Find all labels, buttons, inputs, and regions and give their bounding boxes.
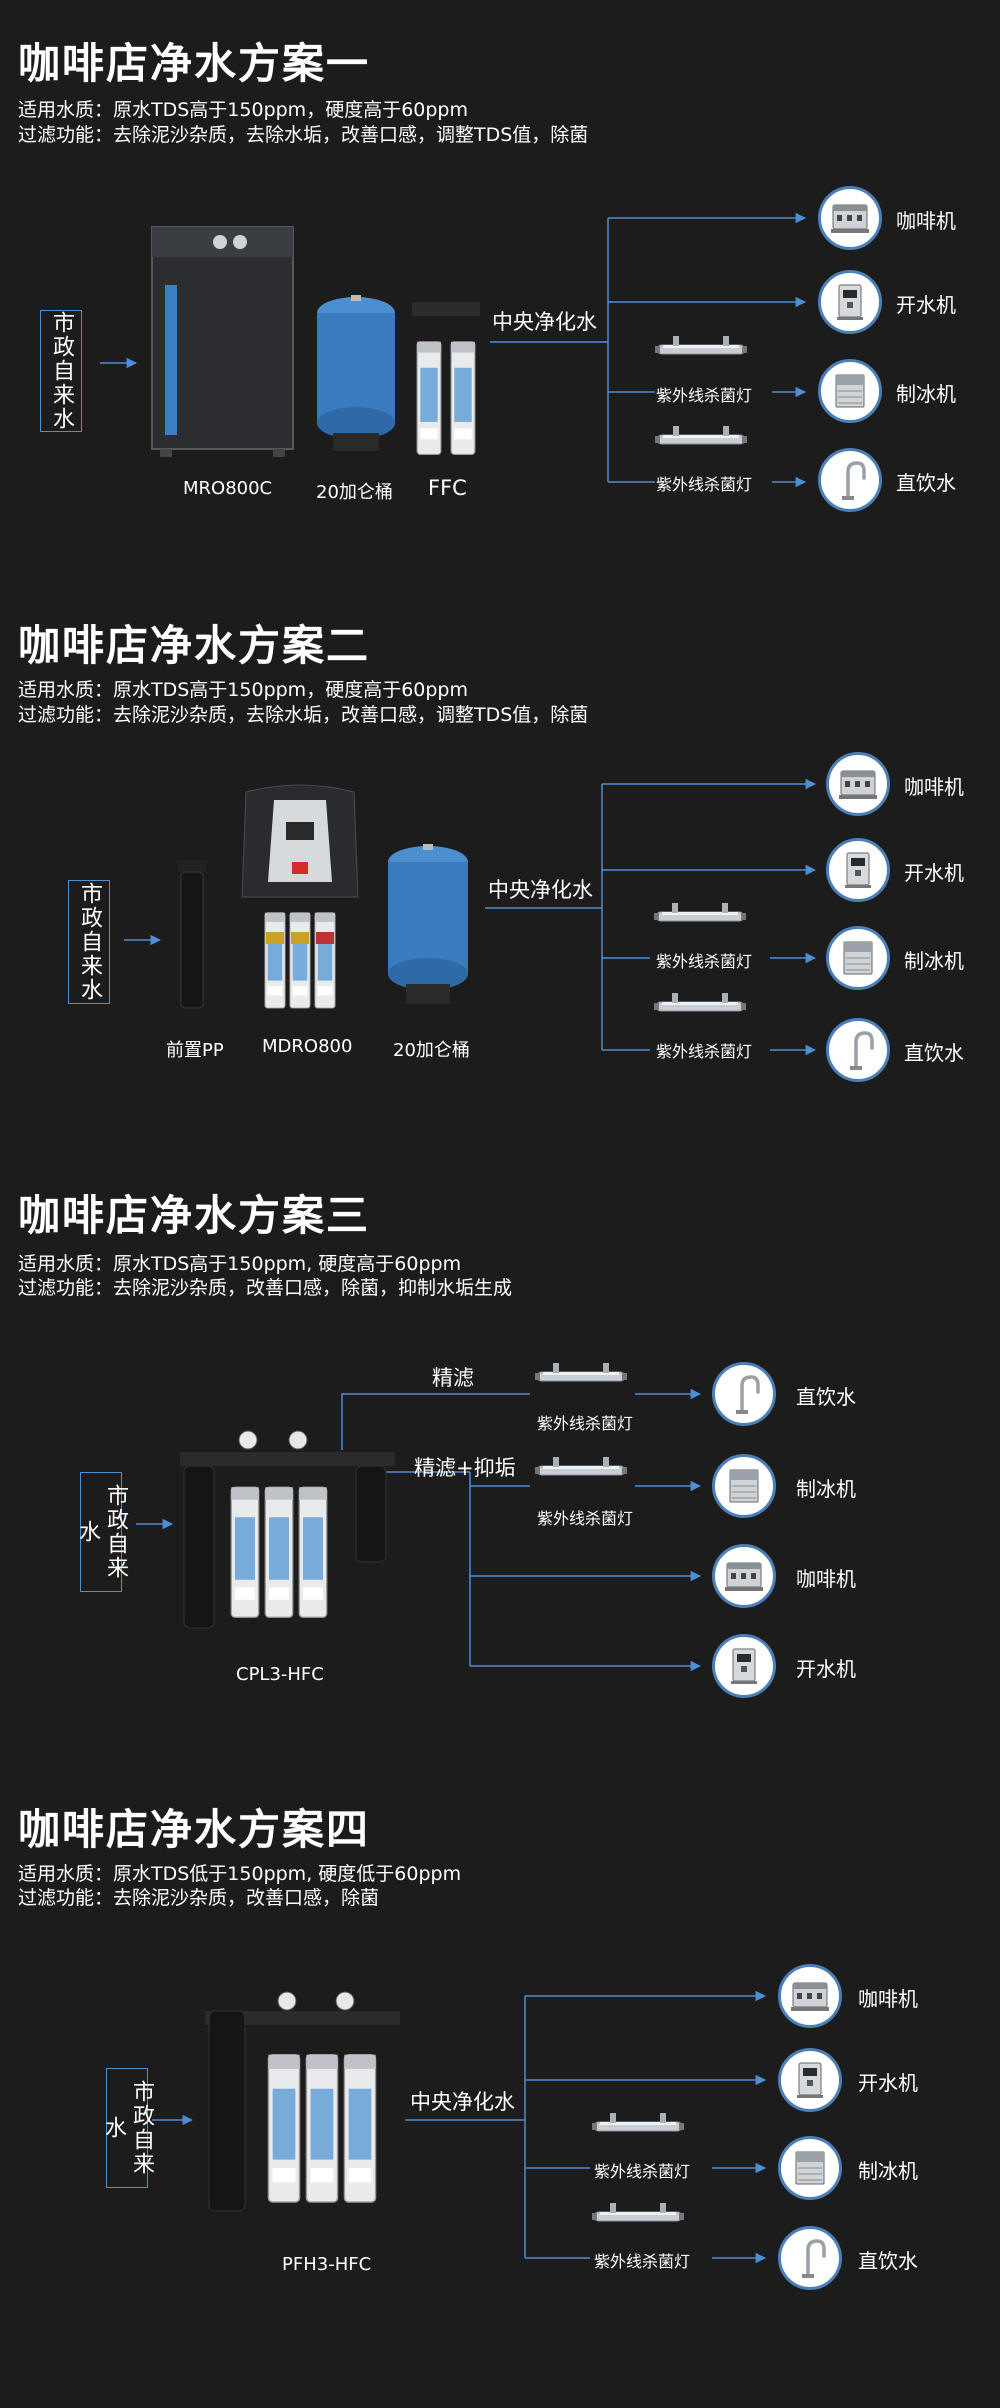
scheme-4: 咖啡店净水方案四 适用水质：原水TDS低于150ppm, 硬度低于60ppm 过… [0, 1796, 1000, 2296]
mdro800-unit [236, 782, 364, 1027]
ice-maker-icon [778, 2136, 842, 2200]
product-label-tank: 20加仑桶 [393, 1040, 470, 1061]
uv-lamp-icon [654, 900, 746, 930]
equipment-label: 制冰机 [858, 2159, 918, 2183]
uv-lamp-label: 紫外线杀菌灯 [656, 1042, 753, 1061]
uv-lamp-icon [592, 2110, 684, 2140]
flow-lines [124, 778, 817, 1056]
flow-lines [100, 212, 807, 488]
central-water-label: 中央净化水 [410, 2090, 515, 2114]
ice-maker-icon [712, 1454, 776, 1518]
coffee-machine-icon [778, 1964, 842, 2028]
scheme-title: 咖啡店净水方案二 [18, 621, 371, 670]
coffee-machine-icon [712, 1544, 776, 1608]
equipment-label: 制冰机 [796, 1477, 856, 1501]
equipment-label: 咖啡机 [858, 1987, 918, 2011]
product-label-tank: 20加仑桶 [316, 482, 393, 503]
scheme-3: 咖啡店净水方案三 适用水质：原水TDS高于150ppm, 硬度高于60ppm 过… [0, 1182, 1000, 1702]
equipment-label: 直饮水 [904, 1041, 964, 1065]
boiler-icon [826, 838, 890, 902]
pfh3-hfc-unit [205, 1991, 400, 2231]
equipment-label: 制冰机 [904, 949, 964, 973]
water-quality-text: 适用水质：原水TDS高于150ppm，硬度高于60ppm [18, 99, 468, 121]
boiler-icon [712, 1634, 776, 1698]
uv-lamp-icon [535, 1454, 627, 1484]
equipment-label: 开水机 [896, 293, 956, 317]
uv-lamp-icon [535, 1360, 627, 1390]
uv-lamp-icon [654, 990, 746, 1020]
faucet-icon [818, 448, 882, 512]
source-water-box: 市政自来水 [75, 1472, 128, 1592]
scheme-title: 咖啡店净水方案一 [18, 39, 371, 88]
product-label-mdro800: MDRO800 [262, 1036, 353, 1057]
uv-lamp-label: 紫外线杀菌灯 [656, 475, 753, 494]
uv-lamp-label: 紫外线杀菌灯 [656, 952, 753, 971]
scheme-2: 咖啡店净水方案二 适用水质：原水TDS高于150ppm，硬度高于60ppm 过滤… [0, 612, 1000, 1112]
uv-lamp-label: 紫外线杀菌灯 [594, 2162, 691, 2181]
equipment-label: 开水机 [796, 1657, 856, 1681]
filter-function-text: 过滤功能：去除泥沙杂质，改善口感，除菌，抑制水垢生成 [18, 1277, 513, 1299]
uv-lamp-label: 紫外线杀菌灯 [537, 1414, 634, 1433]
coffee-machine-icon [818, 186, 882, 250]
faucet-icon [712, 1362, 776, 1426]
equipment-label: 直饮水 [858, 2249, 918, 2273]
uv-lamp-icon [655, 423, 747, 453]
uv-lamp-label: 紫外线杀菌灯 [594, 2252, 691, 2271]
equipment-label: 咖啡机 [904, 775, 964, 799]
source-water-box: 市政自来水 [68, 880, 110, 1004]
uv-lamp-label: 紫外线杀菌灯 [537, 1509, 634, 1528]
cpl3-hfc-unit [180, 1430, 395, 1640]
ffc-filter [410, 300, 482, 480]
flow-lines [152, 1990, 767, 2264]
boiler-icon [778, 2048, 842, 2112]
fine-filter-label: 精滤 [432, 1366, 474, 1390]
equipment-label: 直饮水 [896, 471, 956, 495]
source-water-box: 市政自来水 [101, 2068, 154, 2188]
product-label-pfh3-hfc: PFH3-HFC [282, 2254, 372, 2275]
coffee-machine-icon [826, 752, 890, 816]
water-quality-text: 适用水质：原水TDS低于150ppm, 硬度低于60ppm [18, 1863, 462, 1885]
product-label-mro800c: MRO800C [183, 478, 273, 499]
equipment-label: 直饮水 [796, 1385, 856, 1409]
ice-maker-icon [818, 359, 882, 423]
central-water-label: 中央净化水 [492, 310, 597, 334]
ice-maker-icon [826, 926, 890, 990]
water-quality-text: 适用水质：原水TDS高于150ppm, 硬度高于60ppm [18, 1253, 462, 1275]
product-label-cpl3-hfc: CPL3-HFC [236, 1664, 324, 1685]
fine-filter-scale-label: 精滤+抑垢 [414, 1456, 516, 1480]
central-water-label: 中央净化水 [488, 878, 593, 902]
equipment-label: 开水机 [904, 861, 964, 885]
scheme-1: 咖啡店净水方案一 适用水质：原水TDS高于150ppm，硬度高于60ppm 过滤… [0, 30, 1000, 550]
equipment-label: 制冰机 [896, 382, 956, 406]
pre-pp-filter [176, 860, 208, 1010]
filter-function-text: 过滤功能：去除泥沙杂质，去除水垢，改善口感，调整TDS值，除菌 [18, 704, 589, 726]
boiler-icon [818, 270, 882, 334]
pressure-tank [386, 844, 470, 1009]
uv-lamp-icon [592, 2200, 684, 2230]
equipment-label: 咖啡机 [796, 1567, 856, 1591]
pressure-tank [315, 295, 397, 455]
equipment-label: 开水机 [858, 2071, 918, 2095]
scheme-title: 咖啡店净水方案四 [18, 1805, 371, 1854]
filter-function-text: 过滤功能：去除泥沙杂质，去除水垢，改善口感，调整TDS值，除菌 [18, 124, 589, 146]
filter-function-text: 过滤功能：去除泥沙杂质，改善口感，除菌 [18, 1887, 380, 1909]
scheme-title: 咖啡店净水方案三 [18, 1191, 371, 1240]
product-label-ffc: FFC [428, 476, 467, 500]
uv-lamp-icon [655, 333, 747, 363]
faucet-icon [778, 2226, 842, 2290]
source-water-box: 市政自来水 [40, 310, 82, 432]
water-quality-text: 适用水质：原水TDS高于150ppm，硬度高于60ppm [18, 679, 468, 701]
uv-lamp-label: 紫外线杀菌灯 [656, 386, 753, 405]
flow-lines [136, 1388, 702, 1672]
equipment-label: 咖啡机 [896, 209, 956, 233]
faucet-icon [826, 1018, 890, 1082]
product-label-pre-pp: 前置PP [166, 1040, 224, 1061]
mro800c-unit [150, 225, 295, 457]
